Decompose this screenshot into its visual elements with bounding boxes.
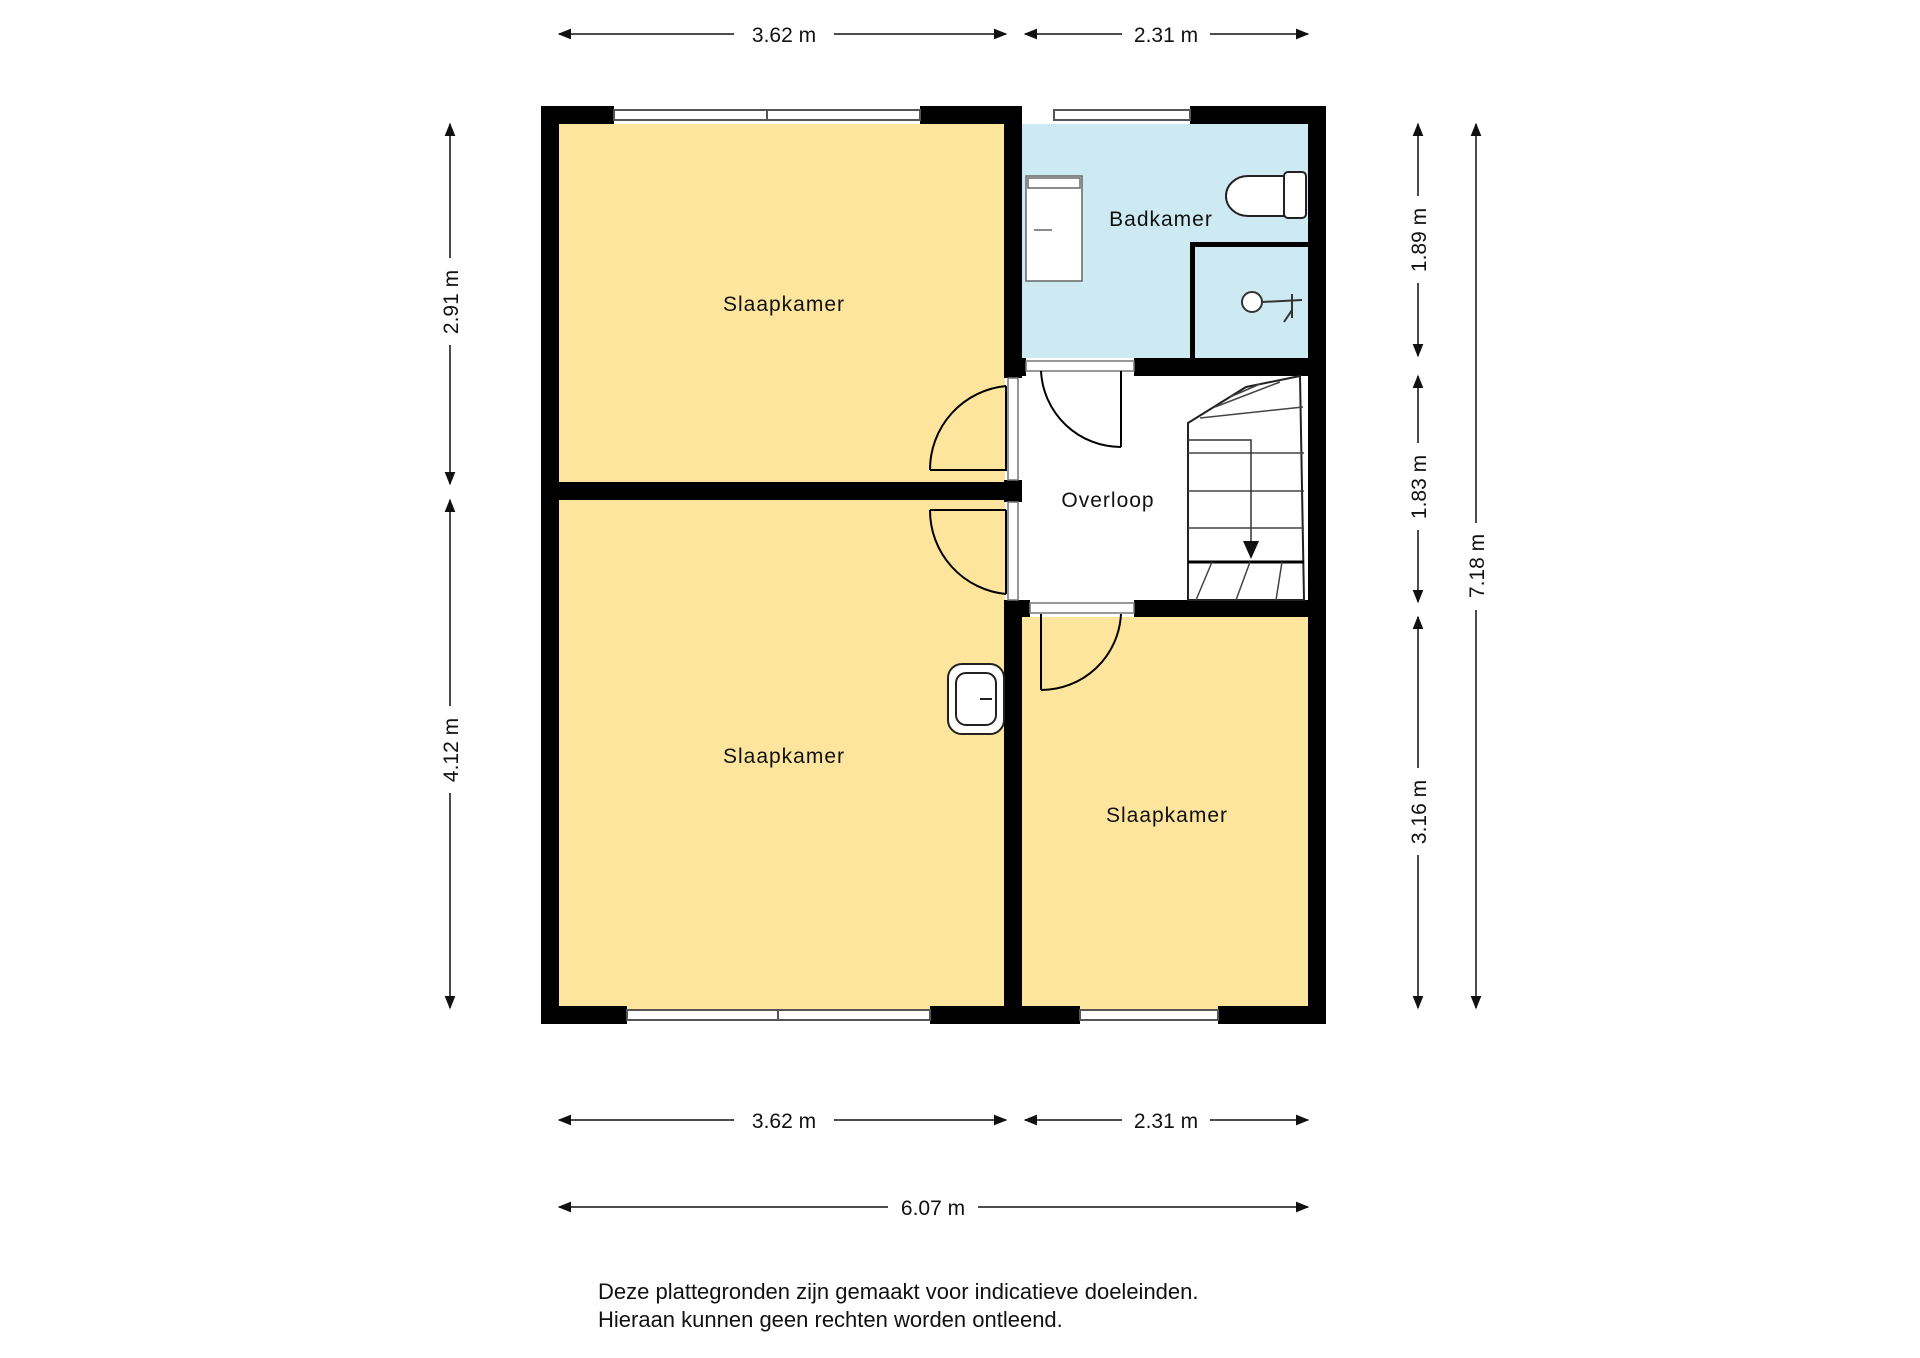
dim-top-right: 2.31 m (1134, 24, 1198, 47)
dim-bottom-right: 2.31 m (1134, 1110, 1198, 1133)
walls (541, 106, 1326, 1024)
dim-left-upper: 2.91 m (440, 270, 463, 334)
disclaimer-line-2: Hieraan kunnen geen rechten worden ontle… (598, 1307, 1063, 1332)
doors (928, 370, 1122, 692)
dimension-lines (444, 28, 1482, 1213)
disclaimer: Deze plattegronden zijn gemaakt voor ind… (598, 1278, 1199, 1334)
room-fill-top-left-bedroom (558, 124, 1005, 487)
dim-bottom-left: 3.62 m (752, 1110, 816, 1133)
room-label-bathroom: Badkamer (1109, 208, 1213, 231)
sink-icon (947, 663, 1005, 735)
dim-right-bedroom: 3.16 m (1408, 780, 1431, 844)
windows (613, 109, 1219, 1021)
toilet-icon (1225, 171, 1307, 219)
stair-direction-arrow-icon (1243, 541, 1259, 559)
room-label-top-left: Slaapkamer (723, 293, 845, 316)
dim-total-height: 7.18 m (1466, 534, 1489, 598)
dim-left-lower: 4.12 m (440, 718, 463, 782)
room-fill-bottom-right-bedroom (1022, 617, 1309, 1012)
disclaimer-line-1: Deze plattegronden zijn gemaakt voor ind… (598, 1279, 1199, 1304)
dim-total-width: 6.07 m (901, 1197, 965, 1220)
room-label-landing: Overloop (1061, 489, 1154, 512)
door-frames (1007, 360, 1135, 614)
vanity-cabinet-icon (1025, 175, 1083, 282)
room-fill-bottom-left-bedroom (558, 500, 1005, 1012)
staircase (1187, 374, 1306, 601)
shower-icon (1241, 291, 1303, 323)
room-label-bottom-right: Slaapkamer (1106, 804, 1228, 827)
room-label-bottom-left: Slaapkamer (723, 745, 845, 768)
dim-right-bath: 1.89 m (1408, 208, 1431, 272)
dim-right-landing: 1.83 m (1408, 455, 1431, 519)
dim-top-left: 3.62 m (752, 24, 816, 47)
